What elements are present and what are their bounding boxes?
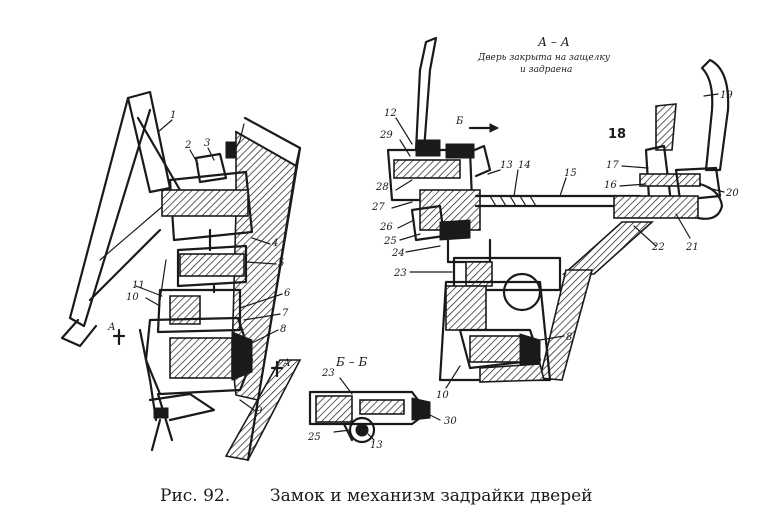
lower-lock-body [438, 256, 562, 383]
callout-16: 16 [604, 180, 617, 191]
callout-17: 17 [606, 160, 619, 171]
inner-handle-lever [414, 36, 441, 157]
figure-title: Замок и механизм задрайки дверей [270, 486, 592, 506]
callout-13: 13 [500, 160, 513, 171]
callout-9: 9 [256, 406, 263, 417]
section-mark-b: Б [455, 116, 464, 127]
section-aa-subtitle-line2: и задраена [520, 65, 572, 75]
label-18: 18 [608, 127, 626, 142]
lock-mechanism-block [386, 143, 492, 264]
callout-11: 11 [132, 280, 145, 291]
callout-5: 5 [278, 258, 284, 269]
callout-10-right: 10 [436, 390, 449, 401]
callout-15: 15 [564, 168, 577, 179]
callout-26: 26 [379, 222, 393, 233]
connecting-rod [474, 194, 642, 208]
callout-21: 21 [685, 242, 699, 253]
left-lock-view: А А 1 2 3 4 5 6 7 8 9 10 11 [60, 90, 302, 462]
callout-24: 24 [391, 248, 405, 259]
section-line-aa-left: А А [107, 322, 291, 378]
section-aa-leaders [391, 93, 725, 389]
section-aa-subtitle-line1: Дверь закрыта на защелку [477, 53, 611, 63]
callout-14: 14 [518, 160, 531, 171]
callout-8-right: 8 [566, 332, 572, 343]
callout-29: 29 [379, 130, 393, 141]
callout-7: 7 [282, 308, 289, 319]
latch-striker-assembly [539, 58, 730, 381]
callout-22: 22 [651, 242, 665, 253]
callout-27: 27 [371, 202, 385, 213]
door-handle-lever [60, 90, 182, 348]
callout-bb-13: 13 [370, 440, 383, 451]
callout-28: 28 [375, 182, 389, 193]
lock-housing [138, 123, 254, 452]
section-mark-a-right: А [282, 358, 291, 369]
callout-bb-30: 30 [444, 416, 457, 427]
callout-2: 2 [184, 140, 191, 151]
callout-6: 6 [284, 288, 291, 299]
callout-10: 10 [126, 292, 139, 303]
callout-3: 3 [204, 138, 210, 149]
callout-25: 25 [383, 236, 397, 247]
callout-20: 20 [725, 188, 739, 199]
callout-8: 8 [280, 324, 286, 335]
callout-19: 19 [720, 90, 733, 101]
callout-bb-23: 23 [321, 368, 335, 379]
callout-1: 1 [170, 110, 176, 121]
section-bb-view: Б – Б 23 25 13 30 [307, 355, 457, 451]
callout-4: 4 [271, 238, 278, 249]
section-aa-title: А – А [537, 35, 570, 49]
left-leaders [135, 119, 283, 411]
figure-caption: Рис. 92. Замок и механизм задрайки двере… [160, 486, 592, 506]
figure-number: Рис. 92. [160, 486, 230, 506]
section-line-bb: Б [455, 116, 500, 133]
section-bb-title: Б – Б [335, 355, 367, 369]
callout-bb-25: 25 [307, 432, 321, 443]
section-aa-view: А – А Дверь закрыта на защелку и задраен… [371, 35, 739, 401]
section-mark-a-left: А [107, 322, 116, 333]
callout-12: 12 [384, 108, 397, 119]
callout-23: 23 [393, 268, 407, 279]
